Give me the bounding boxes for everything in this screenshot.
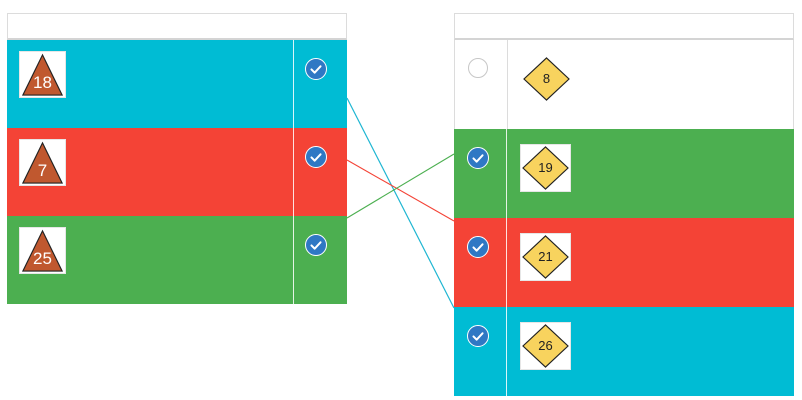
- row-divider: [506, 307, 507, 396]
- triangle-number: 7: [37, 161, 48, 180]
- row-divider: [293, 128, 294, 216]
- row-divider: [293, 40, 294, 128]
- right-row-2[interactable]: 19: [454, 129, 794, 218]
- row-divider: [506, 218, 507, 307]
- triangle-number: 25: [33, 249, 52, 268]
- diamond-icon: 21: [520, 233, 571, 281]
- check-icon[interactable]: [467, 147, 489, 169]
- left-row-1[interactable]: 18: [7, 40, 347, 128]
- triangle-number: 18: [33, 73, 52, 92]
- radio-button[interactable]: [468, 58, 488, 78]
- connection-line: [346, 159, 455, 222]
- triangle-icon: 7: [19, 139, 66, 186]
- check-icon[interactable]: [305, 234, 327, 256]
- left-row-3[interactable]: 25: [7, 216, 347, 304]
- left-panel-header: [7, 13, 347, 40]
- check-icon[interactable]: [305, 146, 327, 168]
- check-icon[interactable]: [467, 236, 489, 258]
- right-row-1[interactable]: 8: [454, 40, 794, 129]
- right-list-panel: 8 19 21 26: [454, 13, 794, 396]
- row-divider: [506, 129, 507, 218]
- diamond-number: 21: [538, 249, 553, 264]
- row-divider: [507, 40, 508, 129]
- check-icon[interactable]: [305, 58, 327, 80]
- row-divider: [293, 216, 294, 304]
- check-icon[interactable]: [467, 325, 489, 347]
- connection-line: [346, 97, 455, 309]
- diamond-number: 8: [542, 71, 551, 86]
- triangle-icon: 18: [19, 51, 66, 98]
- left-row-2[interactable]: 7: [7, 128, 347, 216]
- diamond-icon: 8: [521, 55, 572, 103]
- connection-line: [346, 153, 455, 219]
- diamond-icon: 19: [520, 144, 571, 192]
- diamond-icon: 26: [520, 322, 571, 370]
- diamond-number: 19: [538, 160, 553, 175]
- left-list-panel: 18 7 25: [7, 13, 347, 304]
- diamond-number: 26: [538, 338, 553, 353]
- triangle-icon: 25: [19, 227, 66, 274]
- right-panel-header: [454, 13, 794, 40]
- right-row-4[interactable]: 26: [454, 307, 794, 396]
- right-row-3[interactable]: 21: [454, 218, 794, 307]
